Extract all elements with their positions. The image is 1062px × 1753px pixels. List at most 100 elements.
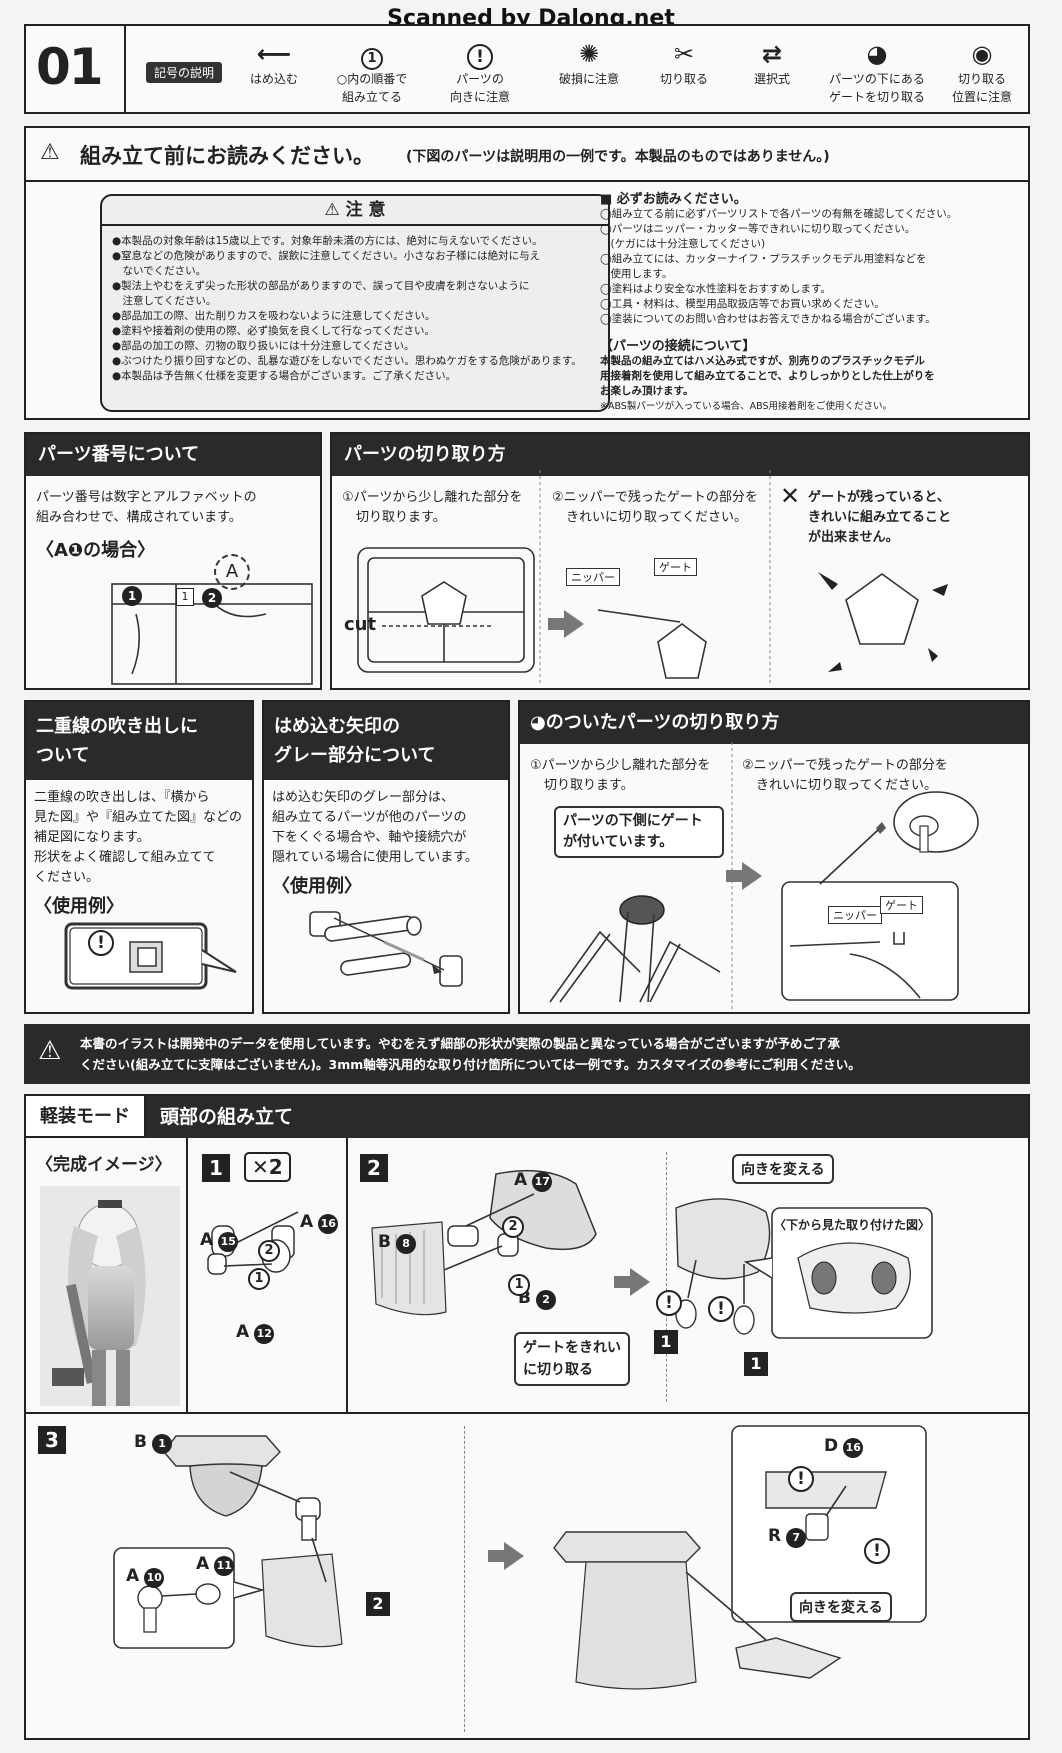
- part-number-badge: 7: [786, 1528, 807, 1548]
- gate-tag: ゲート: [880, 896, 923, 914]
- wrong-mark-icon: ✕: [780, 482, 801, 510]
- exclamation-icon: !: [708, 1296, 734, 1322]
- part-label: R 7: [768, 1526, 807, 1548]
- caution-item: ●ぶつけたり振り回すなどの、乱暴な遊びをしないでください。思わぬケガをする危険が…: [112, 355, 582, 367]
- gray-arrow-example: [309, 911, 463, 987]
- gray-arrow-section: はめ込む矢印の グレー部分について はめ込む矢印のグレー部分は、 組み立てるパー…: [262, 700, 510, 1014]
- gate-under-diagram: [549, 742, 979, 1010]
- legend-header: 01 記号の説明 ⟵ はめ込む 1 ○内の順番で 組み立てる ! パーツの 向き…: [24, 24, 1030, 114]
- part-number-badge: 15: [218, 1232, 239, 1252]
- example-label: 〈A❶の場合〉: [36, 540, 156, 561]
- quantity-badge: ✕2: [244, 1152, 291, 1182]
- exclamation-icon: !: [788, 1466, 814, 1492]
- part-label: A 12: [236, 1322, 275, 1344]
- part-label: D 16: [824, 1436, 864, 1458]
- part-number-badge: 17: [532, 1172, 553, 1192]
- legend-order: 1 ○内の順番で 組み立てる: [322, 38, 422, 106]
- warning-triangle-icon: ⚠: [38, 1036, 62, 1066]
- part-label: B 2: [518, 1288, 557, 1310]
- gate-under-title: ◕のついたパーツの切り取り方: [520, 702, 1028, 744]
- legend-title: 記号の説明: [146, 62, 223, 83]
- gate-location-bubble: パーツの下側にゲート が付いています。: [554, 806, 724, 858]
- part-label: A 17: [514, 1170, 553, 1192]
- cutting-title: パーツの切り取り方: [332, 434, 1028, 476]
- gate-under-icon: ◕: [530, 712, 546, 733]
- caution-item: ●製法上やむをえず尖った形状の部品がありますので、誤って目や皮膚を刺さないように: [112, 280, 530, 292]
- must-read: ■ 必ずお読みください。 ◯組み立てる前に必ずパーツリストで各パーツの有無を確認…: [600, 192, 958, 412]
- cut-diagram: [357, 470, 948, 684]
- part-number-section: パーツ番号について パーツ番号は数字とアルファベットの 組み合わせで、構成されて…: [24, 432, 322, 690]
- step-ref: 2: [366, 1592, 390, 1616]
- part-number-title: パーツ番号について: [26, 434, 320, 476]
- position-icon: ◉: [971, 40, 993, 68]
- caution-item: 注意してください。: [112, 295, 217, 307]
- legend-insert: ⟵ はめ込む: [234, 38, 314, 88]
- legend-break: ✺ 破損に注意: [546, 38, 632, 88]
- double-bubble-example: [64, 922, 237, 990]
- legend-position: ◉ 切り取る 位置に注意: [942, 38, 1022, 106]
- step3-diagram: [113, 1425, 927, 1690]
- step-number: 1: [202, 1154, 230, 1182]
- order-number: 1: [248, 1268, 270, 1290]
- cut-icon: ✂: [673, 40, 695, 68]
- page-number: 01: [36, 38, 104, 96]
- warning-triangle-icon: ⚠: [324, 200, 346, 220]
- part-number-badge: 1: [152, 1434, 173, 1454]
- figure-illustration: [40, 1186, 180, 1406]
- turn-label: 向きを変える: [790, 1592, 892, 1622]
- part-label: B 8: [378, 1232, 417, 1254]
- part-number-badge: 1: [122, 586, 142, 606]
- step-number: 3: [38, 1426, 66, 1454]
- gate-trim-bubble: ゲートをきれい に切り取る: [514, 1332, 630, 1386]
- nipper-tag: ニッパー: [566, 568, 620, 586]
- part-label: A 10: [126, 1566, 165, 1588]
- complete-image-label: 〈完成イメージ〉: [36, 1155, 172, 1175]
- bottom-view-label: 〈下から見た取り付けた図〉: [774, 1216, 931, 1233]
- divider: [124, 26, 126, 112]
- runner-letter-tag: A: [214, 554, 250, 590]
- part-number-badge: 16: [318, 1214, 339, 1234]
- gate-under-icon: ◕: [866, 40, 888, 68]
- part-number-badge: 11: [214, 1556, 235, 1576]
- circled-number-icon: 1: [361, 48, 383, 70]
- exclamation-icon: !: [467, 44, 493, 70]
- caution-box: ⚠ 注 意 ●本製品の対象年齢は15歳以上です。対象年齢未満の方には、絶対に与え…: [100, 194, 610, 412]
- double-arrow-icon: ⇄: [761, 40, 783, 68]
- exclamation-icon: !: [864, 1538, 890, 1564]
- gate-under-section: ◕のついたパーツの切り取り方 ①パーツから少し離れた部分を 切り取ります。 パー…: [518, 700, 1030, 1014]
- cutting-section: パーツの切り取り方 ①パーツから少し離れた部分を 切り取ります。 cut ②ニッ…: [330, 432, 1030, 690]
- caution-item: ●本製品の対象年齢は15歳以上です。対象年齢未満の方には、絶対に与えないでくださ…: [112, 235, 543, 247]
- gate-tag: ゲート: [654, 558, 697, 576]
- runner-illustration: [111, 583, 313, 685]
- order-number: 2: [258, 1240, 280, 1262]
- read-first-subtitle: (下図のパーツは説明用の一例です。本製品のものではありません。): [406, 149, 830, 165]
- order-number: 2: [502, 1216, 524, 1238]
- warning-triangle-icon: ⚠: [40, 140, 60, 165]
- caution-item: ないでください。: [112, 265, 207, 277]
- order-number: 1: [508, 1274, 530, 1296]
- part-number-badge: 12: [254, 1324, 275, 1344]
- part-number-tag: 1: [176, 588, 194, 606]
- assembly-title: 頭部の組み立て: [146, 1096, 1028, 1138]
- part-label: A 16: [300, 1212, 339, 1234]
- exclamation-icon: !: [656, 1290, 682, 1316]
- notice-bar: ⚠ 本書のイラストは開発中のデータを使用しています。やむをえず細部の形状が実際の…: [24, 1024, 1030, 1084]
- read-first-title: 組み立て前にお読みください。: [80, 144, 374, 168]
- part-label: A 11: [196, 1554, 235, 1576]
- cut-label: cut: [344, 614, 377, 635]
- gray-arrow-title: はめ込む矢印の グレー部分について: [264, 702, 508, 780]
- legend-direction: ! パーツの 向きに注意: [432, 38, 528, 106]
- caution-header: ⚠ 注 意: [102, 196, 608, 226]
- legend-gate-under: ◕ パーツの下にある ゲートを切り取る: [822, 38, 932, 106]
- step-ref: 1: [654, 1330, 678, 1354]
- step2-diagram: [371, 1169, 933, 1339]
- step-ref: 1: [744, 1352, 768, 1376]
- double-line-section: 二重線の吹き出しに ついて 二重線の吹き出しは、『横から 見た図』や『組み立てた…: [24, 700, 254, 1014]
- caution-item: ●部品加工の際、出た削りカスを吸わないように注意してください。: [112, 310, 436, 322]
- part-number-badge: 2: [202, 588, 222, 608]
- part-number-badge: 2: [536, 1290, 557, 1310]
- part-label: A 15: [200, 1230, 239, 1252]
- exclamation-icon: !: [88, 930, 114, 956]
- caution-item: ●本製品は予告無く仕様を変更する場合がございます。ご了承ください。: [112, 370, 457, 382]
- part-label: B 1: [134, 1432, 173, 1454]
